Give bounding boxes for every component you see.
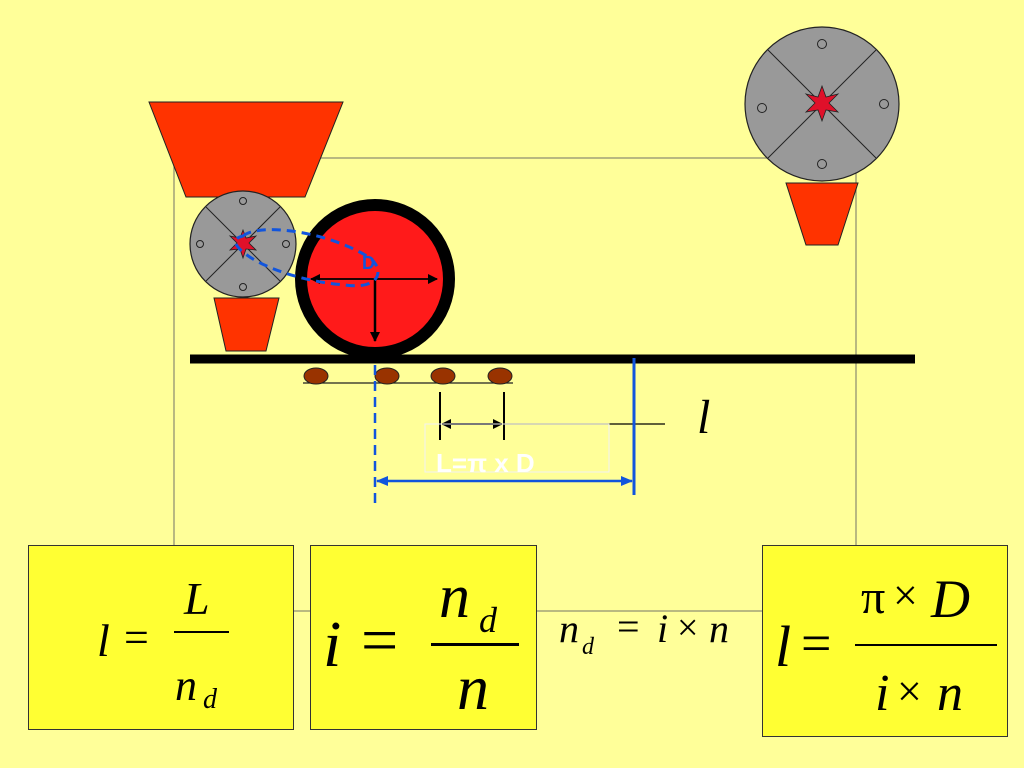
- formula4-den-times: ×: [897, 667, 922, 716]
- formula4-pi: π: [861, 571, 886, 624]
- formula1-numerator: L: [184, 573, 210, 624]
- seed-icon: [303, 367, 329, 385]
- formula-box-spacing: l = L n d: [28, 545, 294, 730]
- formula3-times: ×: [677, 607, 699, 649]
- formula2-denominator: n: [457, 652, 489, 723]
- star-icon: [228, 228, 258, 260]
- formula1-denominator: n: [175, 661, 197, 710]
- formula-seed-disc-speed: n d = i × n: [555, 605, 755, 665]
- formula3-lhs-sub: d: [582, 634, 594, 660]
- formula4-D: D: [931, 569, 970, 629]
- seed-icon: [487, 367, 513, 385]
- formula4-den-n: n: [937, 665, 963, 722]
- formula2-numerator: n: [439, 563, 470, 631]
- formula3-n: n: [709, 606, 729, 651]
- length-formula-label: L=π x D: [436, 448, 535, 478]
- drive-chain: [234, 228, 380, 288]
- seed-row: [303, 367, 513, 385]
- funnel-icon: [785, 182, 859, 246]
- seed-disc-icon: [189, 190, 297, 298]
- formula2-fraction-bar: [431, 643, 519, 646]
- formula4-den-i: i: [875, 665, 890, 722]
- formula2-equals: =: [361, 604, 399, 677]
- wheel-diameter-label: D: [362, 253, 375, 273]
- formula4-equals: =: [801, 613, 832, 673]
- formula1-fraction-bar: [174, 631, 229, 633]
- hopper-icon: [148, 101, 344, 198]
- funnel-icon: [213, 297, 280, 352]
- seed-spacing-label: l: [697, 391, 710, 444]
- formula1-denominator-sub: d: [203, 684, 217, 715]
- length-label-box: [424, 423, 610, 473]
- formula1-equals: =: [124, 613, 149, 662]
- formula3-equals: =: [617, 604, 640, 649]
- formula2-lhs: i: [323, 608, 342, 681]
- seed-icon: [374, 367, 400, 385]
- formula4-fraction-bar: [855, 644, 997, 646]
- formula3-lhs: n: [559, 606, 579, 651]
- star-icon: [804, 84, 840, 123]
- formula3-i: i: [657, 606, 669, 651]
- formula-box-result: l = π × D i × n: [762, 545, 1008, 737]
- formula4-num-times: ×: [893, 571, 918, 620]
- formula-box-ratio: i = n d n: [310, 545, 537, 730]
- seed-disc-icon: [744, 26, 900, 182]
- formula2-numerator-sub: d: [479, 600, 497, 640]
- formula1-lhs: l: [97, 615, 110, 666]
- seed-icon: [430, 367, 456, 385]
- formula4-lhs: l: [775, 614, 792, 679]
